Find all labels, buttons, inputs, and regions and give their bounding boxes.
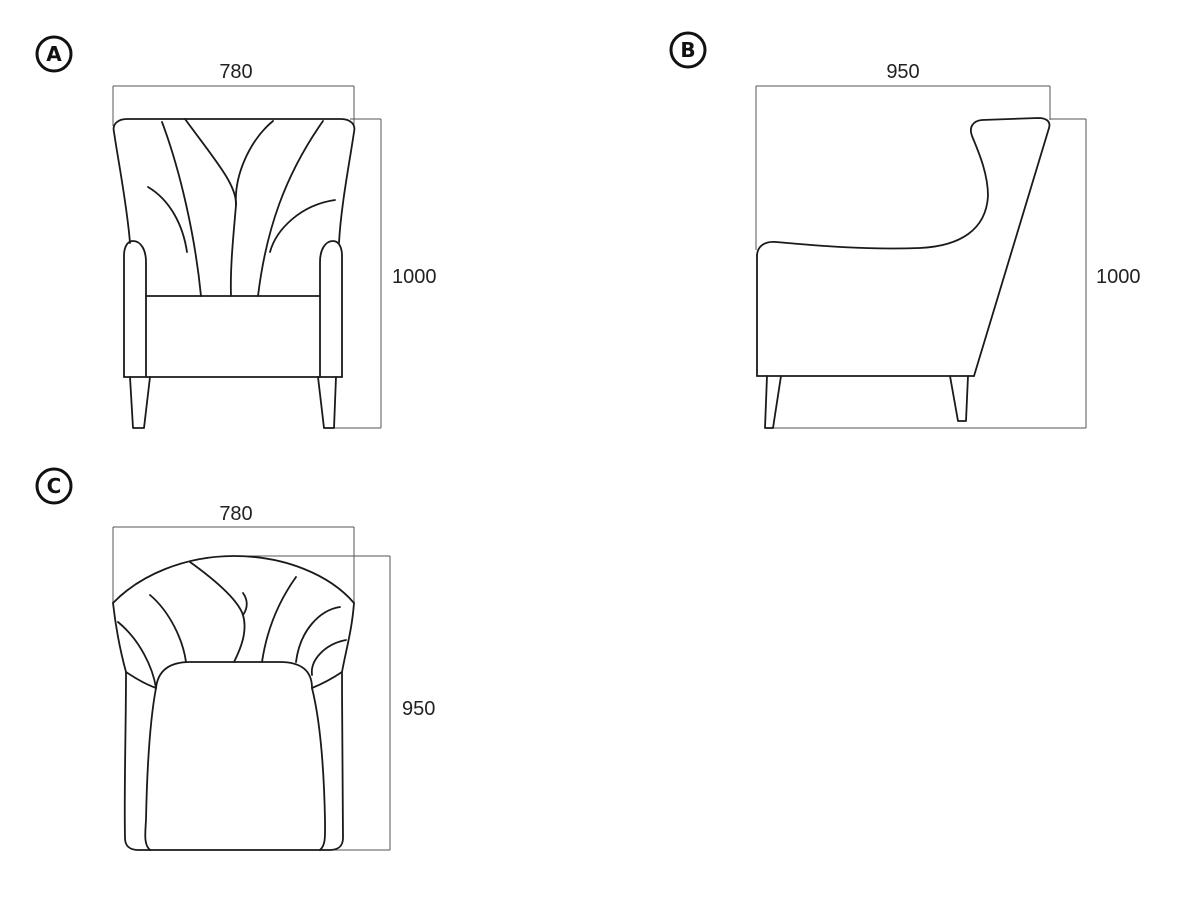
view-b-width-dimension: 950 [755,61,1051,250]
view-c-top: C 780 950 [35,467,435,851]
view-b-height-label: 1000 [1096,266,1141,288]
view-c-chair-outline [112,555,355,851]
view-b-width-label: 950 [886,61,919,83]
view-b-height-dimension: 1000 [771,118,1141,429]
view-b-badge: B [669,31,707,69]
view-c-badge: C [35,467,73,505]
view-c-width-label: 780 [219,503,252,525]
view-c-badge-label: C [47,474,62,498]
view-a-badge-label: A [46,42,62,66]
view-a-width-label: 780 [219,61,252,83]
view-a-badge: A [35,35,73,73]
view-c-width-dimension: 780 [112,503,355,605]
view-a-height-dimension: 1000 [334,118,437,429]
view-b-badge-label: B [680,38,695,62]
view-c-depth-label: 950 [402,698,435,720]
view-a-front: A 780 1000 [35,35,437,429]
view-b-side: B 950 1000 [669,31,1141,429]
view-b-chair-outline [756,117,1051,429]
view-a-chair-outline [112,118,356,429]
view-a-width-dimension: 780 [112,61,355,126]
view-a-height-label: 1000 [392,266,437,288]
view-c-depth-dimension: 950 [234,555,435,851]
